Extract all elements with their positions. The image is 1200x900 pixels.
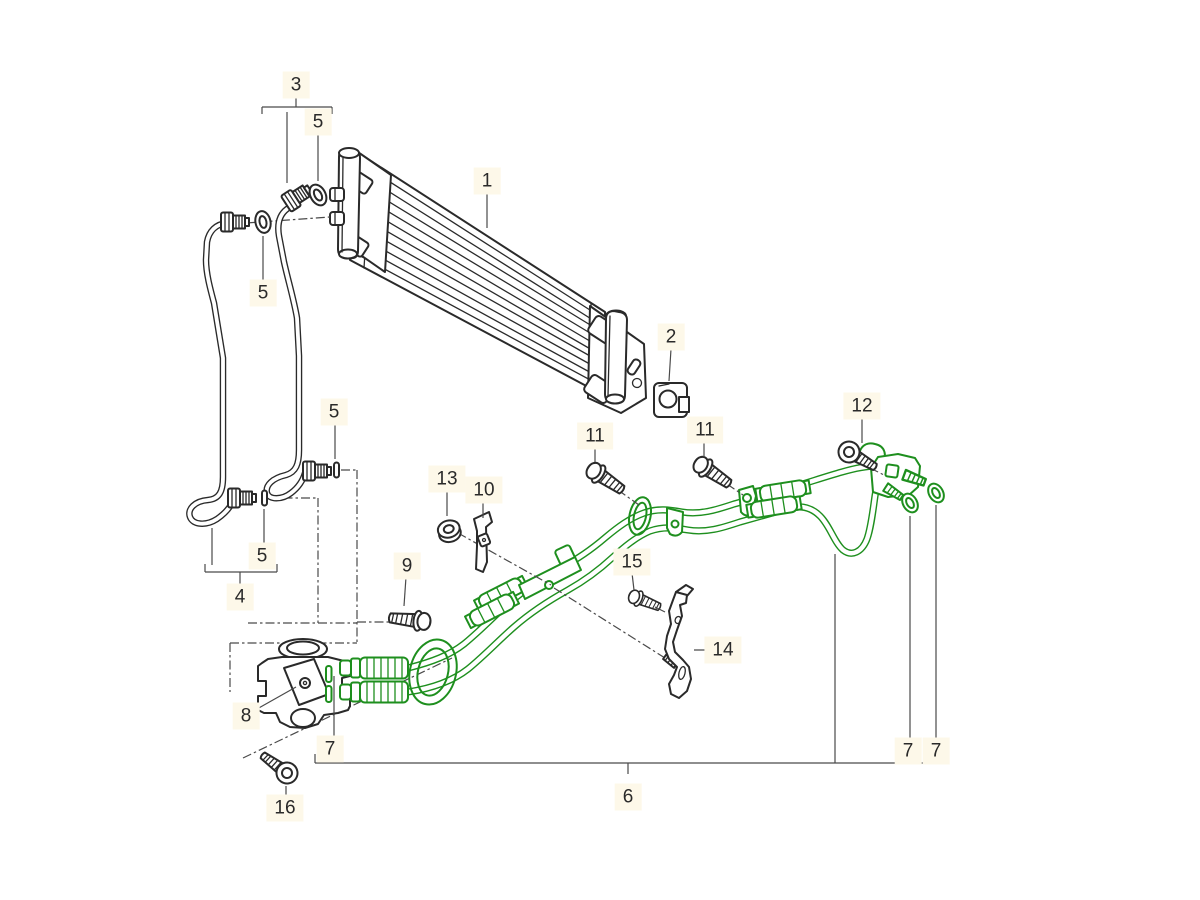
callout-leader-lines (204, 96, 941, 797)
oil-cooler (329, 147, 647, 414)
pipe-end-flange (858, 442, 928, 503)
part-label-10-10[interactable]: 10 (465, 476, 503, 504)
part-label-11-8[interactable]: 11 (687, 416, 723, 444)
part-label-7-17[interactable]: 7 (316, 735, 344, 763)
part-label-2-4[interactable]: 2 (657, 323, 685, 351)
part-label-16-18[interactable]: 16 (266, 794, 304, 822)
part-label-1-2[interactable]: 1 (473, 167, 501, 195)
oil-pipe-assembly (339, 442, 949, 706)
part-label-7-21[interactable]: 7 (922, 737, 950, 765)
part-label-3-0[interactable]: 3 (282, 71, 310, 99)
left-pipe-assembly (186, 179, 340, 527)
part-label-5-6[interactable]: 5 (320, 398, 348, 426)
bracket-14 (662, 584, 694, 699)
part-label-4-14[interactable]: 4 (226, 583, 254, 611)
part-label-14-15[interactable]: 14 (704, 636, 742, 664)
part-label-5-3[interactable]: 5 (249, 279, 277, 307)
part-label-13-9[interactable]: 13 (428, 465, 466, 493)
part-label-7-20[interactable]: 7 (894, 737, 922, 765)
seal-ring-5 (333, 461, 340, 479)
part-label-5-13[interactable]: 5 (248, 542, 276, 570)
retaining-clip-2 (653, 382, 690, 418)
part-label-12-5[interactable]: 12 (843, 392, 881, 420)
nut-13 (436, 519, 462, 544)
pipe-loop-clamp (408, 638, 458, 706)
cooler-right-tank (604, 309, 628, 405)
pipe-hanger-tab (666, 507, 684, 537)
thermostat-valve (257, 638, 351, 729)
clip-10 (473, 511, 493, 573)
part-label-5-1[interactable]: 5 (304, 108, 332, 136)
part-label-11-7[interactable]: 11 (577, 422, 613, 450)
seal-rings-7 (325, 665, 333, 703)
part-label-15-12[interactable]: 15 (613, 548, 651, 576)
seal-ring-5 (261, 489, 268, 507)
part-label-8-16[interactable]: 8 (232, 702, 260, 730)
cooler-left-tank (337, 147, 361, 260)
cooler-ports (329, 187, 345, 226)
pipe-mount-plate (518, 544, 582, 600)
part-label-9-11[interactable]: 9 (393, 552, 421, 580)
pipe-clamp-ring (627, 496, 653, 536)
part-label-6-19[interactable]: 6 (614, 783, 642, 811)
